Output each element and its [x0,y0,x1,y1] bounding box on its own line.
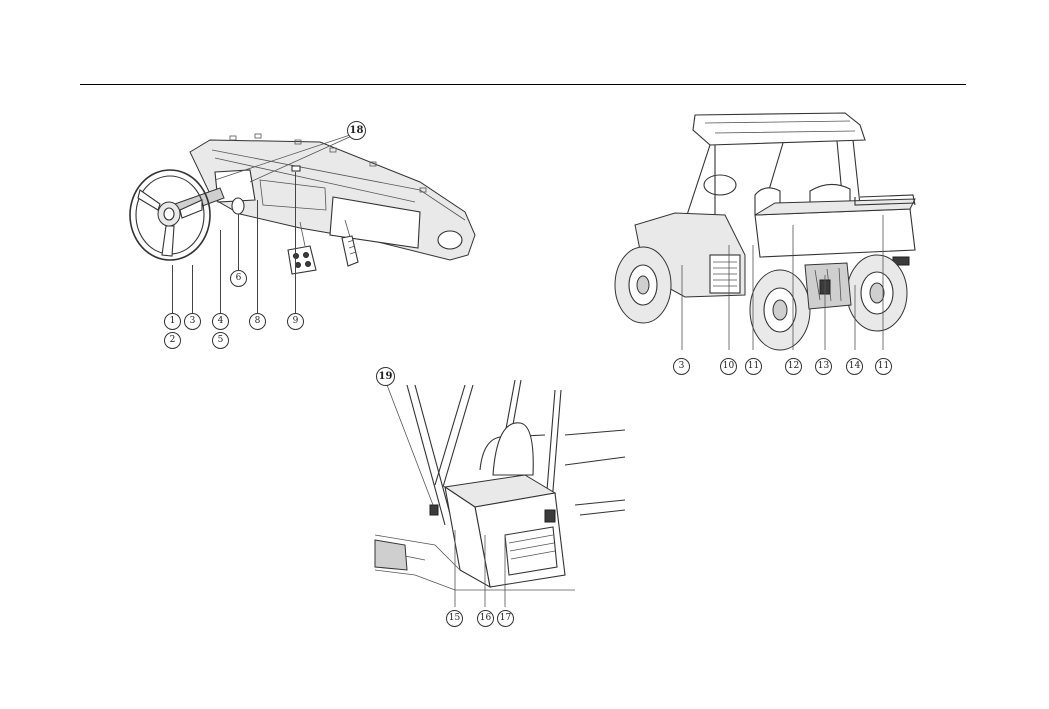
callout-16: 16 [477,610,494,627]
callout-15: 15 [446,610,463,627]
callout-3: 3 [184,313,201,330]
header-rule [80,84,966,85]
callout-2: 2 [164,332,181,349]
rear-wheel-left [750,270,810,350]
storage-latch [545,510,555,522]
side-grille [710,255,740,293]
vehicle-callout-12: 12 [785,358,802,375]
callout-5: 5 [212,332,229,349]
dash-label-tag [292,166,300,171]
seat-figure [375,375,630,615]
seatback [493,423,533,475]
vehicle-steering-wheel [704,175,736,195]
knob [232,198,244,214]
rear-suspension [805,263,851,309]
vehicle-callout-10: 10 [720,358,737,375]
leader-1 [172,265,173,313]
callout-4: 4 [212,313,229,330]
vehicle-callout-13: 13 [815,358,832,375]
callout-18: 18 [347,121,366,140]
switch [430,505,438,515]
callout-19: 19 [376,367,395,386]
front-wheel [615,247,671,323]
base-grille [505,527,557,575]
leader-3 [192,265,193,313]
callout-17: 17 [497,610,514,627]
callout-6: 6 [230,270,247,287]
cargo-rails [565,430,625,515]
callout-9: 9 [287,313,304,330]
dashboard-figure [120,110,490,310]
cargo-bed [755,209,915,257]
leader-8 [257,200,258,313]
leader-6 [238,214,239,270]
roof [693,113,865,145]
leader-4 [220,230,221,313]
rear-wheel-right [847,255,907,331]
leader-9 [295,172,296,313]
steering-wheel [130,170,210,260]
callout-1: 1 [164,313,181,330]
right-vent [438,231,462,249]
vehicle-figure [615,105,925,350]
vehicle-callout-11-right: 11 [875,358,892,375]
vehicle-callout-3: 3 [673,358,690,375]
vehicle-callout-14: 14 [846,358,863,375]
vehicle-callout-11-left: 11 [745,358,762,375]
callout-8: 8 [249,313,266,330]
